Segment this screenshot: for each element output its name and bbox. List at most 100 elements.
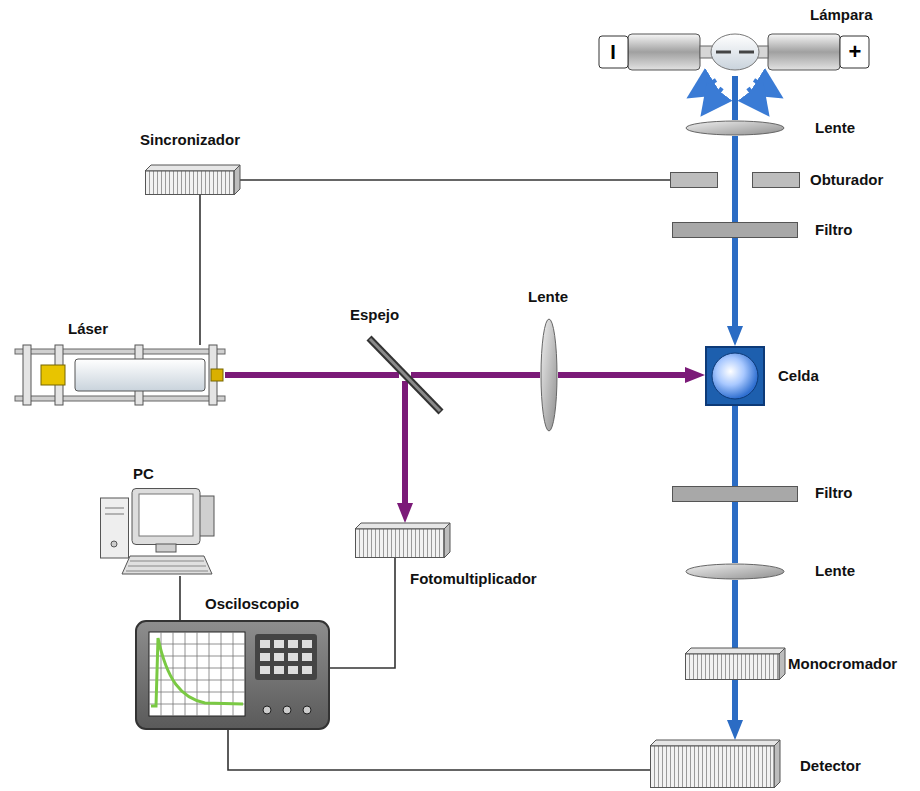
key [260,640,270,648]
electrode-sign: + [849,41,862,63]
light-ray [710,88,722,104]
part-label: Lente [815,119,855,137]
key-row [130,561,204,562]
part-label: Osciloscopio [205,595,299,613]
knob [303,706,311,714]
electrode [716,51,731,54]
computer: PC [100,488,215,576]
mirror-plate [369,338,441,412]
computer-shape [100,488,215,576]
monitor [132,489,200,545]
lens-shape [685,120,785,136]
laser-beam [225,372,399,378]
photomultiplier: Fotomultiplicador [355,523,450,558]
monochromator-shape [685,648,785,680]
key [288,653,298,661]
electrode [739,51,754,54]
lens: Lente [540,318,558,432]
laser-crystal [41,365,65,385]
grid-line [149,692,245,693]
lamp-tube [628,34,700,70]
lens: Lente [685,563,785,580]
oscilloscope: Osciloscopio [135,620,330,730]
box-front [356,529,445,558]
laser-rod [15,349,225,354]
key [302,640,312,648]
laser-plate [23,345,31,405]
synchronizer: Sincronizador [145,165,240,195]
filter: Filtro [672,222,798,238]
box-side [444,523,450,558]
part-label: Fotomultiplicador [410,570,537,588]
signal-wire [179,576,181,620]
monitor-screen [139,494,193,536]
beam-through-shutter [732,170,738,190]
sample-cell: Celda [705,346,765,406]
mirror: Espejo [399,369,411,381]
laser-beam [411,372,540,378]
grid-line [149,680,245,681]
part-label: Láser [68,320,108,338]
decay-trace [151,638,243,706]
signal-wire [240,179,670,181]
photomultiplier-shape [355,523,450,558]
key [260,666,270,674]
key [302,653,312,661]
part-label: Lente [815,562,855,580]
part-label: PC [133,465,154,483]
synchronizer-shape [145,165,240,195]
part-label: Monocromador [788,655,897,673]
probe-beam [732,406,738,486]
signal-wire [330,558,395,668]
scope-case [136,621,329,729]
part-label: Lámpara [810,6,873,24]
light-ray [754,80,770,90]
signal-wire [228,730,650,770]
key [274,653,284,661]
part-label: Obturador [810,171,883,189]
keyboard [122,556,212,574]
electrode-sign: I [610,42,616,62]
laser-rod [15,396,225,401]
mirror-shape [399,369,411,381]
probe-beam [732,580,738,648]
detector-shape [650,740,780,788]
monitor-stand [156,544,176,552]
box-top [685,648,785,654]
key-row [128,566,206,567]
lamp-shape [598,28,870,76]
key [274,666,284,674]
pc-tower [101,498,129,558]
drive-slot [105,508,124,509]
shutter-shape [670,172,800,188]
sample-cell-shape [705,346,765,406]
part-label: Espejo [350,306,399,324]
grid-line [173,632,174,716]
part-label: Detector [800,757,861,775]
filter-plate [673,223,798,238]
key [288,666,298,674]
key [274,640,284,648]
knob [263,706,271,714]
power-button [111,541,117,547]
oscilloscope-shape [135,620,330,730]
probe-beam [732,238,738,336]
laser: Láser [15,345,225,405]
lamp: Lámpara [598,28,870,76]
lens-shape [685,563,785,580]
sample-circle [712,353,758,399]
box-side [774,740,780,788]
signal-wire [199,195,201,345]
box-top [145,165,240,171]
probe-beam [732,188,738,222]
mirror-face [370,339,440,411]
shutter-blade [671,173,718,188]
light-ray [748,88,760,104]
part-label: Lente [528,288,568,306]
lamp-bulb [711,34,759,70]
lamp-cap [840,36,869,68]
box-side [234,165,240,195]
grid-line [197,632,198,716]
probe-beam [732,136,738,172]
